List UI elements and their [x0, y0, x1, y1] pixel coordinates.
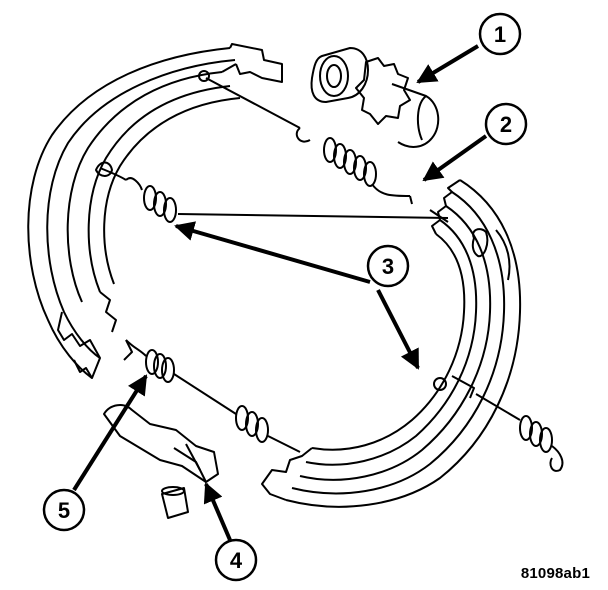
callout-3: 3 — [366, 244, 410, 288]
callout-5: 5 — [42, 488, 86, 532]
callout-4-label: 4 — [230, 548, 243, 573]
arrow-4 — [203, 482, 232, 541]
arrow-3b — [376, 289, 420, 370]
left-brake-shoe — [27, 43, 283, 379]
lower-right-spring — [235, 405, 269, 443]
callout-arrows — [72, 44, 488, 541]
adjuster-spring — [519, 415, 553, 453]
callout-4: 4 — [214, 538, 258, 582]
arrow-3a — [174, 221, 371, 284]
callout-5-label: 5 — [58, 498, 70, 523]
arrow-5 — [72, 374, 148, 492]
springs — [99, 77, 564, 472]
right-brake-shoe — [261, 179, 522, 508]
lower-left-spring — [145, 349, 175, 383]
callout-1: 1 — [478, 12, 522, 56]
adjuster-assembly — [310, 47, 440, 148]
upper-shoe-spring — [143, 185, 177, 223]
callout-2: 2 — [484, 102, 528, 146]
parking-lever — [103, 404, 219, 519]
callout-1-label: 1 — [494, 22, 506, 47]
arrow-1 — [416, 44, 480, 84]
callout-2-label: 2 — [500, 112, 512, 137]
figure-id: 81098ab1 — [520, 565, 590, 582]
callout-3-label: 3 — [382, 254, 394, 279]
arrow-2 — [422, 134, 488, 182]
upper-return-spring — [323, 137, 377, 187]
